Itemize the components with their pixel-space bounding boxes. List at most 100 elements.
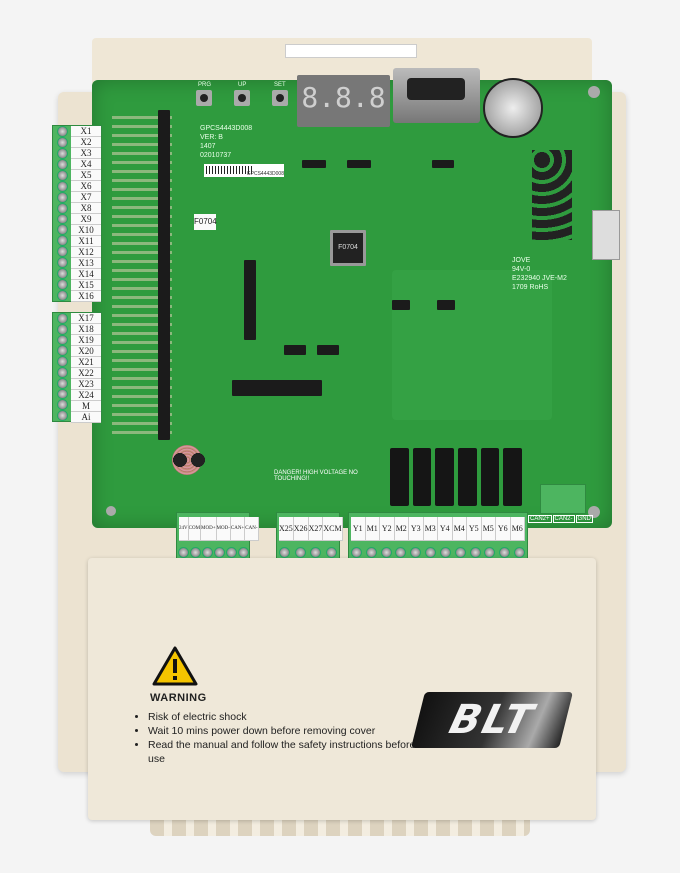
barcode-text: GPCS4443D008 — [246, 171, 284, 177]
warning-item: Wait 10 mins power down before removing … — [148, 724, 428, 738]
terminal-label: X23 — [71, 379, 101, 390]
terminal-label: M6 — [510, 517, 525, 541]
terminal-screw[interactable] — [56, 356, 68, 367]
terminal-screw[interactable] — [294, 547, 306, 558]
terminal-screw[interactable] — [56, 323, 68, 335]
terminal-screw[interactable] — [56, 191, 68, 203]
terminal-screw[interactable] — [225, 547, 237, 558]
up-label: UP — [238, 82, 247, 88]
warning-item: Risk of electric shock — [148, 710, 428, 724]
terminal-screw[interactable] — [56, 126, 68, 137]
terminal-screw[interactable] — [177, 547, 189, 558]
terminal-screw[interactable] — [279, 547, 291, 558]
terminal-screws — [177, 547, 249, 558]
warning-triangle-icon — [152, 646, 198, 686]
terminal-screw[interactable] — [350, 547, 362, 558]
chip-label: F0704 — [338, 244, 358, 251]
terminal-label: X1 — [71, 126, 101, 137]
ic-chip — [432, 160, 454, 168]
relay — [503, 448, 523, 506]
terminal-screw[interactable] — [189, 547, 201, 558]
db9-connector[interactable] — [393, 68, 480, 123]
terminal-label: X9 — [71, 214, 101, 225]
terminal-screw[interactable] — [56, 180, 68, 192]
prg-button[interactable] — [196, 90, 212, 106]
terminal-screw[interactable] — [310, 547, 322, 558]
logo-text: BLT — [444, 697, 540, 743]
terminal-label: X13 — [71, 258, 101, 269]
terminal-screw[interactable] — [56, 366, 68, 378]
relay — [480, 448, 500, 506]
terminal-screw[interactable] — [410, 547, 422, 558]
seven-segment-display: 8.8.8 — [297, 75, 390, 127]
terminal-screw[interactable] — [56, 399, 68, 411]
terminal-screw[interactable] — [56, 410, 68, 421]
terminal-label: X7 — [71, 192, 101, 203]
set-label: SET — [274, 82, 286, 88]
marker-label: F0704 — [194, 214, 217, 230]
rj-connector[interactable] — [592, 210, 620, 260]
terminal-label: X22 — [71, 368, 101, 379]
terminal-screw[interactable] — [56, 224, 68, 236]
driver-ics — [232, 380, 322, 396]
terminal-screw[interactable] — [56, 334, 68, 346]
terminal-screw[interactable] — [325, 547, 337, 558]
terminal-screw[interactable] — [425, 547, 437, 558]
board-model: GPCS4443D008 — [200, 125, 253, 132]
relay — [435, 448, 455, 506]
terminal-screw[interactable] — [56, 377, 68, 389]
set-button[interactable] — [272, 90, 288, 106]
terminal-screw[interactable] — [213, 547, 225, 558]
terminal-screw[interactable] — [201, 547, 213, 558]
terminal-screw[interactable] — [56, 279, 68, 291]
terminal-screw[interactable] — [56, 345, 68, 357]
terminal-screw[interactable] — [56, 158, 68, 170]
terminal-screw[interactable] — [56, 169, 68, 181]
board-code2: 02010737 — [200, 152, 232, 159]
terminal-screw[interactable] — [380, 547, 392, 558]
up-button[interactable] — [234, 90, 250, 106]
serial-sticker — [285, 44, 417, 58]
terminal-screw[interactable] — [56, 257, 68, 269]
relay — [412, 448, 432, 506]
terminal-screw[interactable] — [56, 290, 68, 301]
terminal-screw[interactable] — [469, 547, 481, 558]
terminal-screws — [277, 547, 339, 558]
terminal-screw[interactable] — [395, 547, 407, 558]
terminal-screw[interactable] — [56, 388, 68, 400]
terminal-label: MOD+ — [201, 517, 217, 541]
terminal-screw[interactable] — [499, 547, 511, 558]
terminal-screw[interactable] — [365, 547, 377, 558]
warning-item: Read the manual and follow the safety in… — [148, 738, 428, 766]
terminal-screw[interactable] — [237, 547, 249, 558]
terminal-label: X12 — [71, 247, 101, 258]
terminal-label: X11 — [71, 236, 101, 247]
cert-marking: JOVE 94V-0 E232940 JVE-M2 1709 RoHS — [512, 256, 567, 292]
terminal-screw[interactable] — [56, 246, 68, 258]
terminal-screw[interactable] — [56, 136, 68, 148]
terminal-screw[interactable] — [56, 147, 68, 159]
relay — [458, 448, 477, 506]
terminal-screw[interactable] — [56, 313, 68, 324]
backup-battery — [483, 78, 543, 138]
terminal-screw[interactable] — [56, 202, 68, 214]
terminal-screw[interactable] — [484, 547, 496, 558]
terminal-screws — [53, 126, 71, 301]
relay — [390, 448, 409, 506]
terminal-label: X3 — [71, 148, 101, 159]
terminal-screw[interactable] — [439, 547, 451, 558]
terminal-screw[interactable] — [56, 268, 68, 280]
terminal-screw[interactable] — [56, 213, 68, 225]
terminal-screw[interactable] — [454, 547, 466, 558]
terminal-label: Y3 — [409, 517, 424, 541]
terminal-screw[interactable] — [514, 547, 526, 558]
terminal-label: CAN- — [245, 517, 259, 541]
terminal-label: Y1 — [351, 517, 366, 541]
terminal-screw[interactable] — [56, 235, 68, 247]
control-board: PRG UP SET 8.8.8 GPCS4443D008 VER: B 140… — [92, 68, 620, 528]
terminal-label: Y6 — [496, 517, 511, 541]
